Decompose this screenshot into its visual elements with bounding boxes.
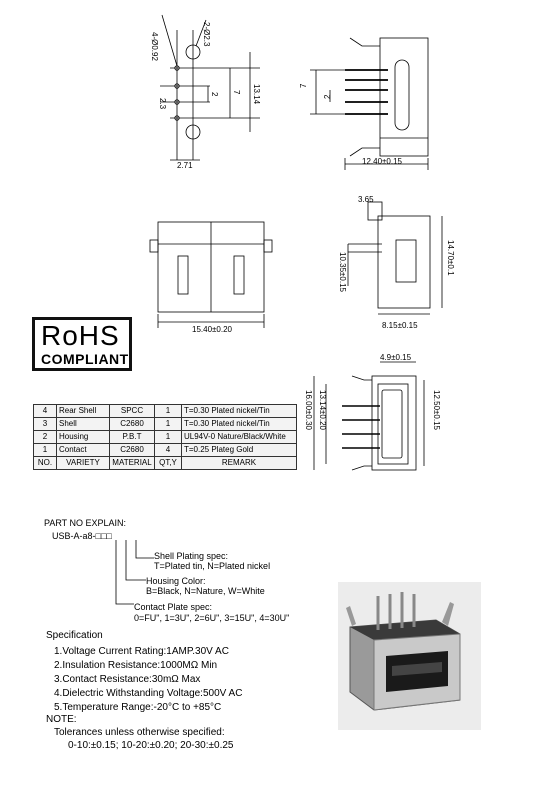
rear-view-drawing: 3.65 10.35±0.15 14.70±0.1 8.15±0.15 (338, 196, 455, 330)
bom-table: 4 Rear Shell SPCC 1 T=0.30 Plated nickel… (33, 404, 297, 470)
pcb-footprint-drawing: 4-Ø0.92 2-Ø2.3 2 7 2.3 13.14 2.71 (150, 14, 261, 170)
side-view-drawing: 7 2 12.40±0.15 (300, 37, 429, 170)
dim-13-14-w: 13.14±0.20 (318, 390, 327, 431)
part-code-text: USB-A-a8- (52, 531, 96, 541)
dim-4-9: 4.9±0.15 (380, 353, 412, 362)
table-header-row: NO. VARIETY MATERIAL QT,Y REMARK (33, 456, 297, 470)
dim-12-40: 12.40±0.15 (362, 157, 403, 166)
top-view-drawing: 4.9±0.15 16.00±0.30 13.14±0.20 12.50±0.1… (304, 353, 441, 471)
rohs-compliant-logo: RoHS COMPLIANT (32, 317, 132, 371)
side-dim-2: 2 (323, 94, 332, 99)
note-block: NOTE: Tolerances unless otherwise specif… (46, 714, 234, 751)
dim-14-70: 14.70±0.1 (446, 240, 455, 276)
rohs-text: RoHS (41, 320, 120, 351)
code-slot-icon: □□□ (95, 531, 112, 541)
table-row: 1 Contact C2680 4 T=0.25 Plateg Gold (33, 443, 297, 457)
dim-10-35: 10.35±0.15 (338, 252, 347, 293)
dim-hole-2: 2-Ø2.3 (202, 22, 211, 47)
dim-hole-4: 4-Ø0.92 (150, 32, 159, 61)
rohs-compliant-text: COMPLIANT (41, 351, 129, 367)
dim-15-40: 15.40±0.20 (192, 325, 233, 334)
dim-16-00: 16.00±0.30 (304, 390, 313, 431)
side-dim-7: 7 (300, 83, 308, 88)
dim-7: 7 (232, 90, 241, 95)
part-code-leaders (115, 540, 154, 605)
part-no-title: PART NO EXPLAIN: (44, 518, 127, 528)
table-row: 3 Shell C2680 1 T=0.30 Plated nickel/Tin (33, 417, 297, 431)
list-item: 5.Temperature Range:-20°C to +85°C (54, 702, 222, 713)
dim-12-50: 12.50±0.15 (432, 390, 441, 431)
part-code: USB-A-a8-□□□ (52, 531, 112, 541)
list-item: 4.Dielectric Withstanding Voltage:500V A… (54, 688, 243, 699)
table-row: 2 Housing P.B.T 1 UL94V-0 Nature/Black/W… (33, 430, 297, 444)
spec-title: Specification (46, 630, 103, 641)
list-item: 1.Voltage Current Rating:1AMP.30V AC (54, 646, 229, 657)
contact-plate-spec: Contact Plate spec: 0=FU", 1=3U", 2=6U",… (134, 602, 290, 623)
list-item: 3.Contact Resistance:30mΩ Max (54, 674, 201, 685)
spec-list: 1.Voltage Current Rating:1AMP.30V AC 2.I… (54, 645, 242, 715)
dim-2-3: 2.3 (158, 98, 167, 110)
note-title: NOTE: (46, 714, 77, 725)
front-view-drawing: 15.40±0.20 (149, 221, 273, 334)
shell-plating-spec: Shell Plating spec: T=Plated tin, N=Plat… (154, 551, 271, 571)
list-item: 2.Insulation Resistance:1000MΩ Min (54, 660, 218, 671)
dim-2: 2 (210, 92, 219, 97)
product-photo (338, 582, 481, 730)
table-row: 4 Rear Shell SPCC 1 T=0.30 Plated nickel… (33, 404, 297, 418)
dim-3-65: 3.65 (358, 196, 374, 204)
dim-13-14: 13.14 (252, 84, 261, 105)
dim-2-71: 2.71 (177, 161, 193, 170)
dim-8-15: 8.15±0.15 (382, 321, 418, 330)
housing-color-spec: Housing Color: B=Black, N=Nature, W=Whit… (146, 576, 265, 596)
